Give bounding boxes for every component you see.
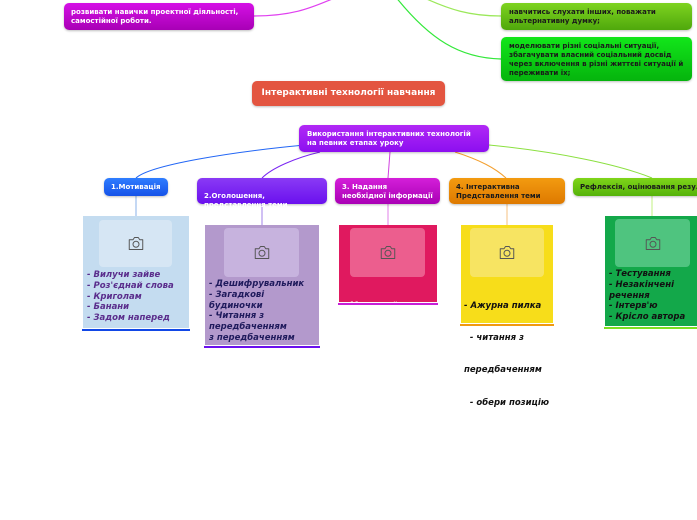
image-placeholder[interactable] (470, 228, 544, 277)
list-item: - Крісло автора (609, 312, 686, 323)
technique-list: - Вилучи зайве - Роз'єднай слова - Криго… (87, 270, 174, 324)
stage-label: Рефлексія, оцінювання резу... (580, 183, 697, 191)
camera-icon (128, 237, 143, 250)
list-item: - Задом наперед (87, 313, 170, 324)
image-placeholder[interactable] (224, 228, 299, 277)
goal-label: навчитись слухати інших, поважати альтер… (509, 8, 656, 25)
stage-node-topic-announcement[interactable]: 2.Оголошення, представлення теми (197, 178, 327, 209)
camera-icon (254, 246, 269, 259)
link-hub-stage-4 (454, 151, 507, 179)
stage-node-information[interactable]: 3. Надання необхідної інформації (335, 178, 440, 204)
hub-node[interactable]: Використання інтерактивних технологій на… (299, 125, 489, 152)
card-underline (460, 323, 554, 326)
technique-list: - Тестування - Незакінчені речення - Інт… (609, 269, 685, 323)
image-placeholder[interactable] (615, 219, 690, 267)
stage-card-information[interactable]: - Мозковий штурм - Карусель (338, 225, 438, 343)
list-item: - Вилучи зайве (87, 270, 161, 280)
link-root-goal-2 (427, 0, 502, 17)
technique-list: - Дешифрувальник - Загадкові будиночки -… (209, 279, 304, 344)
stage-node-reflection[interactable]: Рефлексія, оцінювання резу... (573, 178, 697, 196)
camera-icon (645, 236, 660, 250)
root-node[interactable]: Інтерактивні технології навчання (252, 81, 445, 106)
list-item: - читання з (464, 332, 524, 343)
list-item: передбаченням (464, 365, 542, 376)
stage-label: 4. Інтерактивна Представлення теми (456, 183, 541, 200)
stage-node-motivation[interactable]: 1.Мотивація (104, 178, 168, 196)
image-placeholder[interactable] (99, 220, 172, 267)
stage-card-interactive[interactable]: - Ажурна пилка - читання з передбаченням… (460, 225, 554, 408)
list-item: речення (609, 290, 650, 301)
link-hub-stage-1 (135, 144, 306, 179)
link-hub-stage-5 (488, 144, 653, 179)
list-item: - Мозковий штурм (343, 300, 434, 311)
image-placeholder[interactable] (350, 228, 425, 277)
list-item: - Дешифрувальник (209, 279, 305, 289)
goal-node-social-situations[interactable]: моделювати різні соціальні ситуації, зба… (501, 37, 692, 81)
list-item: - Ажурна пилка (464, 300, 542, 311)
list-item: - Читання з (209, 311, 265, 322)
stage-label: 3. Надання необхідної інформації (342, 183, 433, 200)
link-hub-stage-2 (261, 151, 321, 179)
goal-label: розвивати навички проектної діяльності, … (71, 8, 239, 25)
technique-list: - Мозковий штурм - Карусель (343, 279, 433, 365)
technique-list: - Ажурна пилка - читання з передбаченням… (464, 279, 549, 430)
card-underline (204, 345, 320, 348)
link-root-goal-3 (397, 0, 502, 60)
card-underline (82, 328, 190, 331)
stage-card-motivation[interactable]: - Вилучи зайве - Роз'єднай слова - Криго… (82, 216, 190, 331)
root-label: Інтерактивні технології навчання (261, 88, 436, 98)
list-item: - Карусель (343, 332, 403, 343)
list-item: - Тестування (609, 269, 671, 279)
stage-label: 2.Оголошення, представлення теми (204, 192, 288, 209)
hub-label: Використання інтерактивних технологій на… (307, 130, 471, 147)
camera-icon (380, 246, 395, 259)
list-item: - Банани (87, 302, 130, 313)
goal-node-listen-others[interactable]: навчитись слухати інших, поважати альтер… (501, 3, 692, 30)
list-item: - Незакінчені (609, 279, 674, 290)
list-item: передбаченням (209, 322, 287, 333)
list-item: - Інтерв'ю (609, 301, 658, 312)
goal-node-project-skills[interactable]: розвивати навички проектної діяльності, … (64, 3, 254, 30)
list-item: - Роз'єднай слова (87, 280, 174, 291)
list-item: - Загадкові (209, 289, 265, 300)
stage-node-interactive[interactable]: 4. Інтерактивна Представлення теми (449, 178, 565, 204)
list-item: - обери позицію (464, 397, 550, 408)
list-item: - Криголам (87, 291, 142, 302)
stage-label: 1.Мотивація (111, 183, 161, 191)
stage-card-reflection[interactable]: - Тестування - Незакінчені речення - Інт… (604, 216, 697, 329)
link-root-goal-1 (253, 0, 332, 17)
camera-icon (499, 246, 515, 259)
list-item: будиночки (209, 300, 263, 311)
stage-card-topic-announcement[interactable]: - Дешифрувальник - Загадкові будиночки -… (204, 225, 320, 348)
card-underline (338, 302, 438, 305)
link-hub-stage-3 (387, 151, 391, 179)
goal-label: моделювати різні соціальні ситуації, зба… (509, 42, 684, 77)
card-underline (604, 326, 697, 329)
list-item: з передбаченням (209, 332, 295, 343)
